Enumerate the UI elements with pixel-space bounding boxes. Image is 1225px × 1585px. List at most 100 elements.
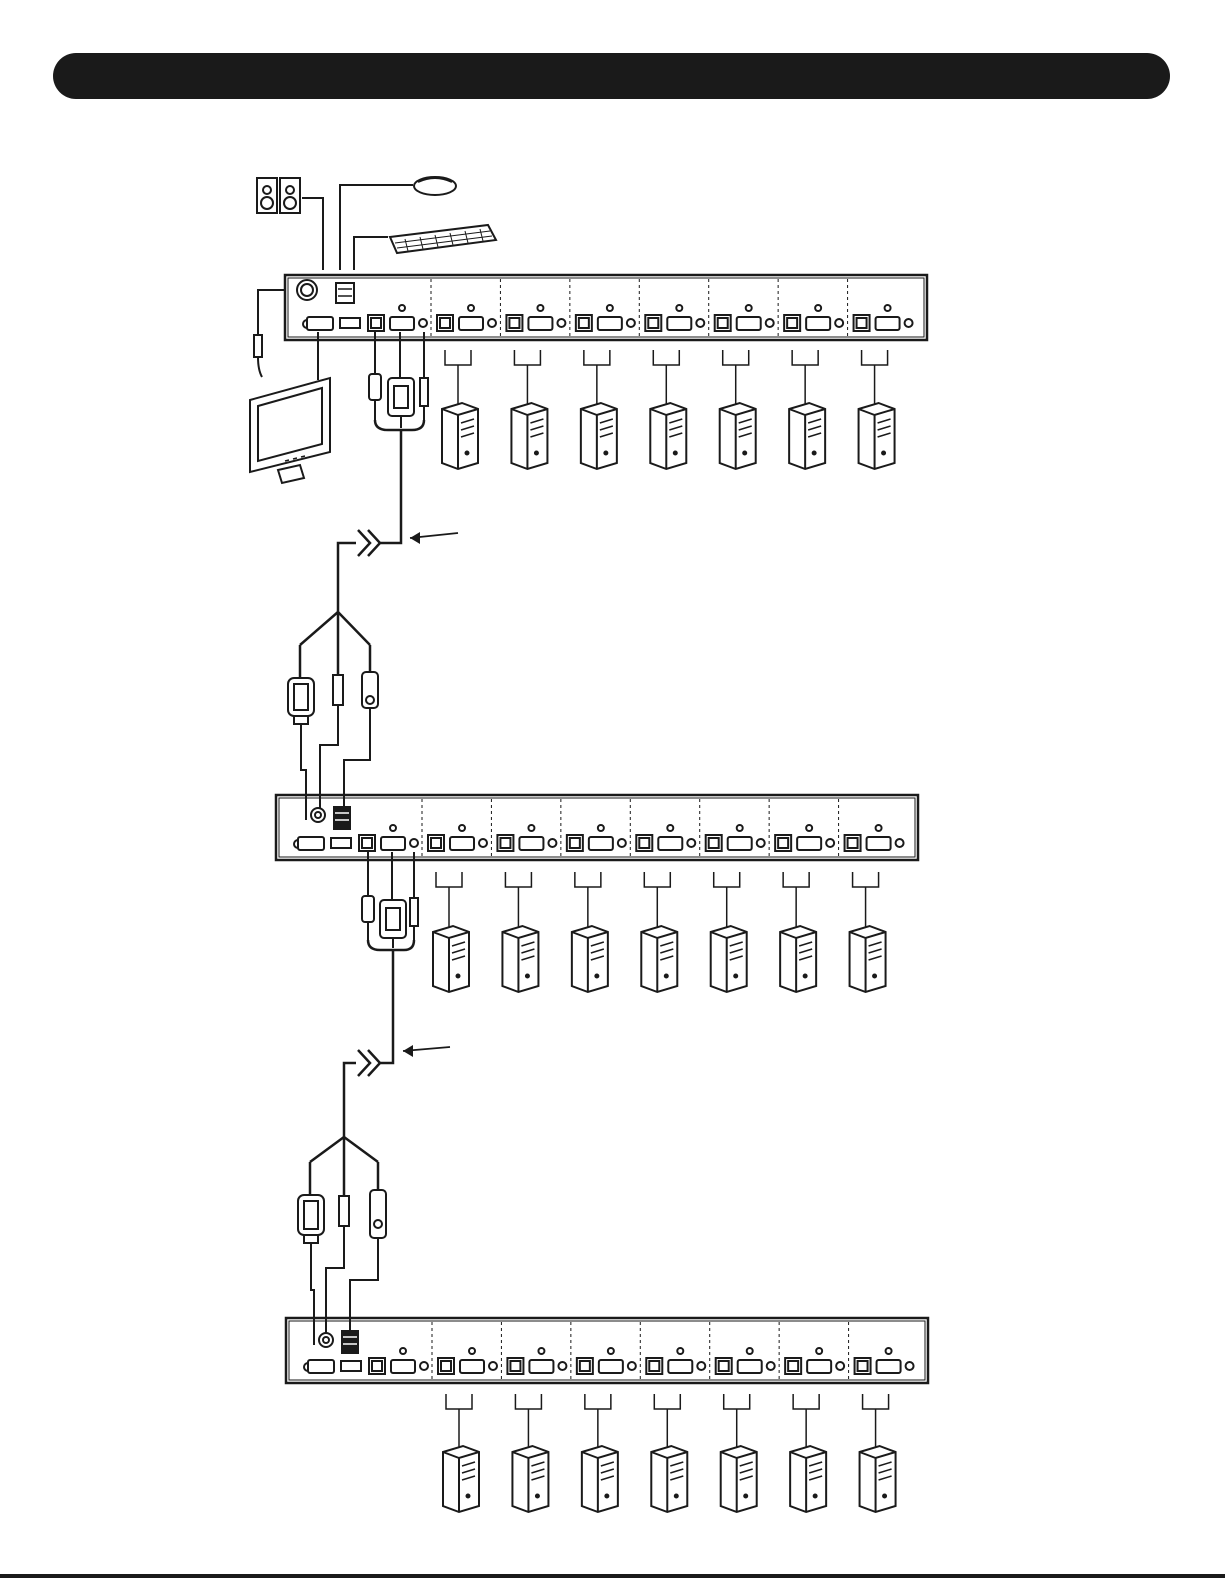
pc-cable-bracket [515, 1394, 541, 1448]
hdmi-port [658, 837, 682, 850]
kvm-switch-2 [276, 795, 918, 860]
hdmi-port [806, 317, 830, 330]
computer-tower-icon [511, 403, 547, 469]
pc-cable-bracket [724, 1394, 750, 1448]
kvm-switch-1 [285, 275, 927, 340]
mouse-cable [340, 185, 413, 270]
pc-cable-bracket [792, 350, 818, 405]
hdmi-port [728, 837, 752, 850]
hdmi-port [529, 1360, 553, 1373]
hdmi-port [876, 317, 900, 330]
console-hdmi-port [298, 837, 324, 850]
monitor-icon [250, 378, 330, 483]
hdmi-connector-icon [298, 1195, 324, 1243]
computer-tower-icon [850, 926, 886, 992]
hdmi-port [737, 317, 761, 330]
keyboard-cable [354, 237, 388, 270]
cascade-hdmi-port [381, 837, 405, 850]
audio-plug-icon [339, 1196, 349, 1244]
hdmi-port [877, 1360, 901, 1373]
computer-tower-icon [581, 403, 617, 469]
computer-tower-icon [790, 1446, 826, 1512]
pc-cable-bracket [723, 350, 749, 405]
computer-tower-icon [512, 1446, 548, 1512]
hdmi-port [738, 1360, 762, 1373]
computer-tower-icon [502, 926, 538, 992]
hdmi-port [528, 317, 552, 330]
hdmi-port [667, 317, 691, 330]
audio-plug-icon [333, 675, 343, 722]
computer-tower-icon [433, 926, 469, 992]
computer-tower-icon [442, 403, 478, 469]
hdmi-connector-icon [388, 378, 414, 428]
hdmi-port [668, 1360, 692, 1373]
hdmi-port [519, 837, 543, 850]
computer-tower-icon [651, 1446, 687, 1512]
hdmi-port [867, 837, 891, 850]
pc-cable-bracket [446, 1394, 472, 1448]
hdmi-port [807, 1360, 831, 1373]
hdmi-port [459, 317, 483, 330]
hdmi-port [460, 1360, 484, 1373]
pc-cable-bracket [584, 350, 610, 405]
computer-tower-icon [711, 926, 747, 992]
pc-cable-bracket [654, 1394, 680, 1448]
pc-cable-bracket [783, 872, 809, 928]
usb-connector-icon [362, 896, 374, 940]
footer-rule [0, 1574, 1225, 1578]
mouse-icon [414, 177, 456, 195]
console-usb-port [341, 1361, 361, 1371]
hdmi-port [589, 837, 613, 850]
hdmi-port [599, 1360, 623, 1373]
computer-tower-icon [721, 1446, 757, 1512]
computer-tower-icon [780, 926, 816, 992]
computer-tower-icon [860, 1446, 896, 1512]
pc-cable-bracket [436, 872, 462, 928]
pc-cable-bracket [862, 350, 888, 405]
audio-jack-icon [254, 290, 285, 377]
hdmi-port [797, 837, 821, 850]
computer-tower-icon [572, 926, 608, 992]
speaker-right-icon [280, 178, 300, 213]
pc-cable-bracket [644, 872, 670, 928]
pc-cable-bracket [853, 872, 879, 928]
pc-cable-bracket [514, 350, 540, 405]
keyboard-icon [390, 225, 496, 253]
hdmi-port [450, 837, 474, 850]
console-usb-port [331, 838, 351, 848]
cable-break-icon [358, 530, 380, 556]
computer-tower-icon [859, 403, 895, 469]
hdmi-connector-icon [288, 678, 314, 724]
computer-tower-icon [720, 403, 756, 469]
cascade-hdmi-port [390, 317, 414, 330]
arrow-left-icon [403, 1045, 450, 1057]
usb-connector-icon [369, 374, 381, 420]
computer-tower-icon [443, 1446, 479, 1512]
console-usb-port [340, 318, 360, 328]
arrow-left-icon [410, 532, 458, 544]
hdmi-port [598, 317, 622, 330]
audio-plug-icon [410, 898, 418, 940]
pc-cable-bracket [575, 872, 601, 928]
pc-cable-bracket [505, 872, 531, 928]
pc-cable-bracket [653, 350, 679, 405]
computer-row-2 [433, 872, 886, 992]
pc-cable-bracket [793, 1394, 819, 1448]
usb-connector-icon [370, 1190, 386, 1238]
kvm-switch-3 [286, 1318, 928, 1383]
cascade-hdmi-port [391, 1360, 415, 1373]
hdmi-connector-icon [380, 900, 406, 948]
cable-break-icon [358, 1050, 380, 1076]
console-hdmi-port [308, 1360, 334, 1373]
pc-cable-bracket [714, 872, 740, 928]
pc-cable-bracket [863, 1394, 889, 1448]
speaker-cable [302, 198, 323, 270]
audio-plug-icon [420, 378, 428, 420]
computer-tower-icon [650, 403, 686, 469]
computer-row-1 [442, 350, 895, 469]
speaker-left-icon [257, 178, 277, 213]
console-hdmi-port [307, 317, 333, 330]
cascade-cable-2 [298, 852, 450, 1345]
computer-tower-icon [789, 403, 825, 469]
